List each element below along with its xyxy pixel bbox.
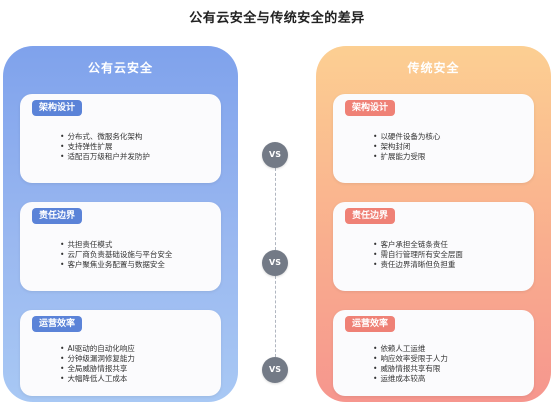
list-item: 全局威胁情报共享 bbox=[60, 364, 135, 374]
card-tag: 运营效率 bbox=[345, 316, 396, 332]
list-item: 客户承担全链条责任 bbox=[373, 240, 463, 250]
list-item: 威胁情报共享有限 bbox=[373, 364, 448, 374]
connector-line bbox=[274, 276, 276, 357]
card-architecture: 架构设计 以硬件设备为核心 架构封闭 扩展能力受限 bbox=[333, 94, 534, 183]
list-item: 责任边界清晰但负担重 bbox=[373, 260, 463, 270]
list-item: 分钟级漏洞修复能力 bbox=[60, 354, 135, 364]
list-item: 共担责任模式 bbox=[60, 240, 172, 250]
list-item: 扩展能力受限 bbox=[373, 152, 440, 162]
card-tag: 架构设计 bbox=[345, 100, 396, 116]
list-item: 架构封闭 bbox=[373, 142, 440, 152]
card-items: AI驱动的自动化响应 分钟级漏洞修复能力 全局威胁情报共享 大幅降低人工成本 bbox=[60, 344, 135, 384]
list-item: 大幅降低人工成本 bbox=[60, 374, 135, 384]
list-item: 云厂商负责基础设施与平台安全 bbox=[60, 250, 172, 260]
card-tag: 责任边界 bbox=[345, 208, 396, 224]
card-operations: 运营效率 依赖人工运维 响应效率受限于人力 威胁情报共享有限 运维成本较高 bbox=[333, 310, 534, 396]
card-items: 依赖人工运维 响应效率受限于人力 威胁情报共享有限 运维成本较高 bbox=[373, 344, 448, 384]
list-item: 适配百万级租户并发防护 bbox=[60, 152, 150, 162]
card-items: 共担责任模式 云厂商负责基础设施与平台安全 客户聚焦业务配置与数据安全 bbox=[60, 240, 172, 270]
vs-badge: VS bbox=[262, 142, 288, 168]
card-items: 客户承担全链条责任 需自行管理所有安全层面 责任边界清晰但负担重 bbox=[373, 240, 463, 270]
card-architecture: 架构设计 分布式、微服务化架构 支持弹性扩展 适配百万级租户并发防护 bbox=[20, 94, 221, 183]
list-item: 需自行管理所有安全层面 bbox=[373, 250, 463, 260]
list-item: 依赖人工运维 bbox=[373, 344, 448, 354]
list-item: 客户聚焦业务配置与数据安全 bbox=[60, 260, 172, 270]
card-responsibility: 责任边界 客户承担全链条责任 需自行管理所有安全层面 责任边界清晰但负担重 bbox=[333, 202, 534, 291]
list-item: 响应效率受限于人力 bbox=[373, 354, 448, 364]
card-tag: 运营效率 bbox=[32, 316, 83, 332]
card-items: 分布式、微服务化架构 支持弹性扩展 适配百万级租户并发防护 bbox=[60, 132, 150, 162]
vs-badge: VS bbox=[262, 357, 288, 383]
diagram-title: 公有云安全与传统安全的差异 bbox=[189, 11, 365, 26]
card-responsibility: 责任边界 共担责任模式 云厂商负责基础设施与平台安全 客户聚焦业务配置与数据安全 bbox=[20, 202, 221, 291]
list-item: 以硬件设备为核心 bbox=[373, 132, 440, 142]
connector-line bbox=[274, 168, 276, 250]
list-item: AI驱动的自动化响应 bbox=[60, 344, 135, 354]
card-tag: 架构设计 bbox=[32, 100, 83, 116]
card-tag: 责任边界 bbox=[32, 208, 83, 224]
list-item: 运维成本较高 bbox=[373, 374, 448, 384]
column-public-cloud: 公有云安全 架构设计 分布式、微服务化架构 支持弹性扩展 适配百万级租户并发防护… bbox=[3, 46, 238, 402]
column-title: 传统安全 bbox=[407, 61, 460, 75]
vs-badge: VS bbox=[262, 250, 288, 276]
card-items: 以硬件设备为核心 架构封闭 扩展能力受限 bbox=[373, 132, 440, 162]
card-operations: 运营效率 AI驱动的自动化响应 分钟级漏洞修复能力 全局威胁情报共享 大幅降低人… bbox=[20, 310, 221, 396]
column-title: 公有云安全 bbox=[87, 61, 153, 75]
column-traditional: 传统安全 架构设计 以硬件设备为核心 架构封闭 扩展能力受限 责任边界 客户承担… bbox=[316, 46, 551, 402]
list-item: 支持弹性扩展 bbox=[60, 142, 150, 152]
list-item: 分布式、微服务化架构 bbox=[60, 132, 150, 142]
